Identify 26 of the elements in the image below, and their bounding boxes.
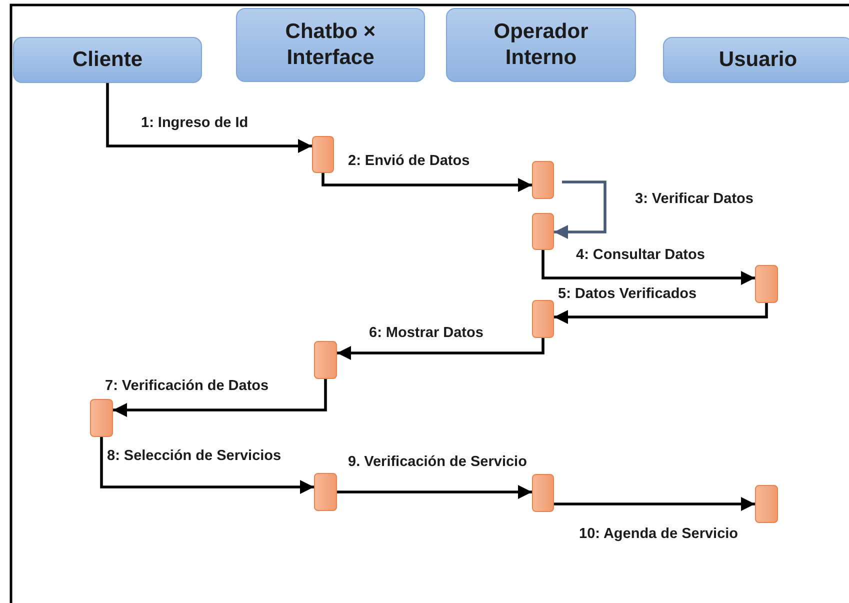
arrow xyxy=(100,437,314,494)
activation-bar xyxy=(532,300,554,338)
lifeline-header: Chatbo × Interface xyxy=(236,8,425,82)
arrow xyxy=(106,83,312,153)
edge-label: 1: Ingreso de Id xyxy=(140,116,250,132)
activation-bar xyxy=(312,136,334,173)
activation-bar xyxy=(90,399,113,437)
lifeline-header: Cliente xyxy=(13,37,202,83)
arrow xyxy=(554,497,755,511)
arrow xyxy=(113,379,327,417)
activation-bar xyxy=(532,161,554,199)
activation-bar xyxy=(314,341,337,379)
activation-bar xyxy=(532,474,554,512)
arrow xyxy=(337,485,532,499)
lifeline-header: Operador Interno xyxy=(446,8,636,82)
lifeline-header: Usuario xyxy=(663,37,849,83)
activation-bar xyxy=(532,213,554,250)
arrow xyxy=(554,180,606,239)
arrow xyxy=(554,303,768,324)
arrow xyxy=(542,250,755,285)
arrow xyxy=(337,338,544,360)
activation-bar xyxy=(755,485,778,523)
arrow xyxy=(322,173,532,192)
edge-label: 10: Agenda de Servicio xyxy=(578,527,740,543)
activation-bar xyxy=(755,265,778,303)
activation-bar xyxy=(314,473,337,511)
